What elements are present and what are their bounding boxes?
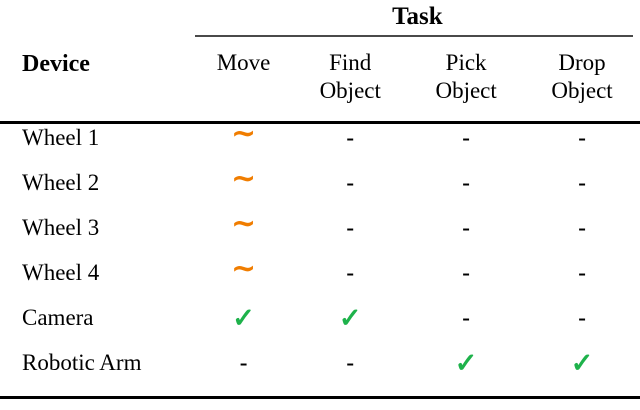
row-device-cell: Wheel 1 — [0, 115, 195, 160]
cell-move: ∼ — [195, 160, 292, 205]
row-device-cell: Robotic Arm — [0, 340, 195, 385]
group-header-rule — [194, 35, 633, 37]
column-header-pick-line2: Object — [435, 78, 497, 103]
cell-drop: - — [524, 250, 640, 295]
column-header-move-label: Move — [195, 37, 292, 87]
column-header-drop-line1: Drop — [558, 50, 606, 75]
cell-move: ∼ — [195, 115, 292, 160]
table-row: Robotic Arm - - ✓ ✓ — [0, 340, 640, 385]
cell-pick: - — [408, 115, 524, 160]
cell-drop: ✓ — [524, 340, 640, 385]
column-header-drop-label: Drop Object — [524, 37, 640, 115]
column-header-pick-line1: Pick — [445, 50, 487, 75]
column-header-drop-line2: Object — [551, 78, 613, 103]
tilde-icon: ∼ — [231, 205, 257, 241]
row-device-cell: Camera — [0, 295, 195, 340]
dash-icon: - — [346, 349, 355, 375]
column-header-move-line1: Move — [216, 50, 271, 75]
device-task-table: Task Device Move Find Object — [0, 0, 640, 385]
dash-icon: - — [346, 124, 355, 150]
dash-icon: - — [578, 124, 586, 150]
cell-drop: - — [524, 205, 640, 250]
check-icon: ✓ — [570, 347, 594, 378]
dash-icon: - — [346, 259, 355, 285]
row-device-cell: Wheel 3 — [0, 205, 195, 250]
column-header-find-label: Find Object — [292, 37, 408, 115]
table-head: Task Device Move Find Object — [0, 0, 640, 115]
column-header-cell-pick: Pick Object — [408, 37, 524, 115]
check-icon: ✓ — [232, 302, 255, 333]
column-header-cell-drop: Drop Object — [524, 37, 640, 115]
row-device-label: Robotic Arm — [22, 349, 142, 375]
cell-pick: - — [408, 295, 524, 340]
column-header-row: Device Move Find Object Pick Ob — [0, 37, 640, 115]
group-header-task-cell: Task — [194, 0, 640, 37]
cell-move: ✓ — [195, 295, 292, 340]
check-icon: ✓ — [338, 302, 362, 333]
cell-pick: - — [408, 250, 524, 295]
group-header-label: Task — [392, 3, 443, 30]
row-device-label: Wheel 1 — [22, 124, 100, 150]
row-device-cell: Wheel 4 — [0, 250, 195, 295]
cell-find: - — [292, 115, 408, 160]
table-row: Wheel 1 ∼ - - - — [0, 115, 640, 160]
dash-icon: - — [462, 259, 470, 285]
row-device-label: Camera — [22, 304, 94, 330]
dash-icon: - — [346, 169, 355, 195]
cell-find: - — [292, 160, 408, 205]
cell-find: - — [292, 250, 408, 295]
cell-find: ✓ — [292, 295, 408, 340]
dash-icon: - — [462, 169, 470, 195]
dash-icon: - — [578, 169, 586, 195]
table-row: Wheel 3 ∼ - - - — [0, 205, 640, 250]
cell-drop: - — [524, 115, 640, 160]
tilde-icon: ∼ — [231, 160, 257, 196]
cell-pick: - — [408, 205, 524, 250]
cell-pick: ✓ — [408, 340, 524, 385]
table-row: Wheel 2 ∼ - - - — [0, 160, 640, 205]
cell-find: - — [292, 205, 408, 250]
table-row: Wheel 4 ∼ - - - — [0, 250, 640, 295]
row-device-cell: Wheel 2 — [0, 160, 195, 205]
dash-icon: - — [578, 214, 586, 240]
cell-find: - — [292, 340, 408, 385]
group-header-spacer — [0, 0, 195, 37]
tilde-icon: ∼ — [231, 115, 257, 151]
column-header-cell-find: Find Object — [292, 37, 408, 115]
dash-icon: - — [578, 304, 586, 330]
tilde-icon: ∼ — [231, 250, 257, 286]
column-header-device: Device — [22, 51, 90, 77]
header-separator-rule — [0, 121, 640, 124]
dash-icon: - — [462, 124, 470, 150]
table-row: Camera ✓ ✓ - - — [0, 295, 640, 340]
column-header-cell-move: Move — [195, 37, 292, 115]
column-header-find-line2: Object — [319, 78, 381, 103]
row-device-label: Wheel 2 — [22, 169, 100, 195]
cell-move: ∼ — [195, 250, 292, 295]
check-icon: ✓ — [454, 347, 478, 378]
cell-move: - — [195, 340, 292, 385]
column-header-pick-label: Pick Object — [408, 37, 524, 115]
cell-pick: - — [408, 160, 524, 205]
row-device-label: Wheel 3 — [22, 214, 100, 240]
cell-drop: - — [524, 160, 640, 205]
table-body: Wheel 1∼---Wheel 2∼---Wheel 3∼---Wheel 4… — [0, 115, 640, 385]
dash-icon: - — [346, 214, 355, 240]
row-device-label: Wheel 4 — [22, 259, 100, 285]
dash-icon: - — [462, 214, 470, 240]
group-header-row: Task — [0, 0, 640, 37]
column-header-find-line1: Find — [329, 50, 372, 75]
row-header-cell: Device — [0, 37, 195, 115]
dash-icon: - — [239, 349, 248, 375]
dash-icon: - — [578, 259, 586, 285]
cell-drop: - — [524, 295, 640, 340]
dash-icon: - — [462, 304, 470, 330]
table-bottom-rule — [0, 396, 640, 399]
cell-move: ∼ — [195, 205, 292, 250]
